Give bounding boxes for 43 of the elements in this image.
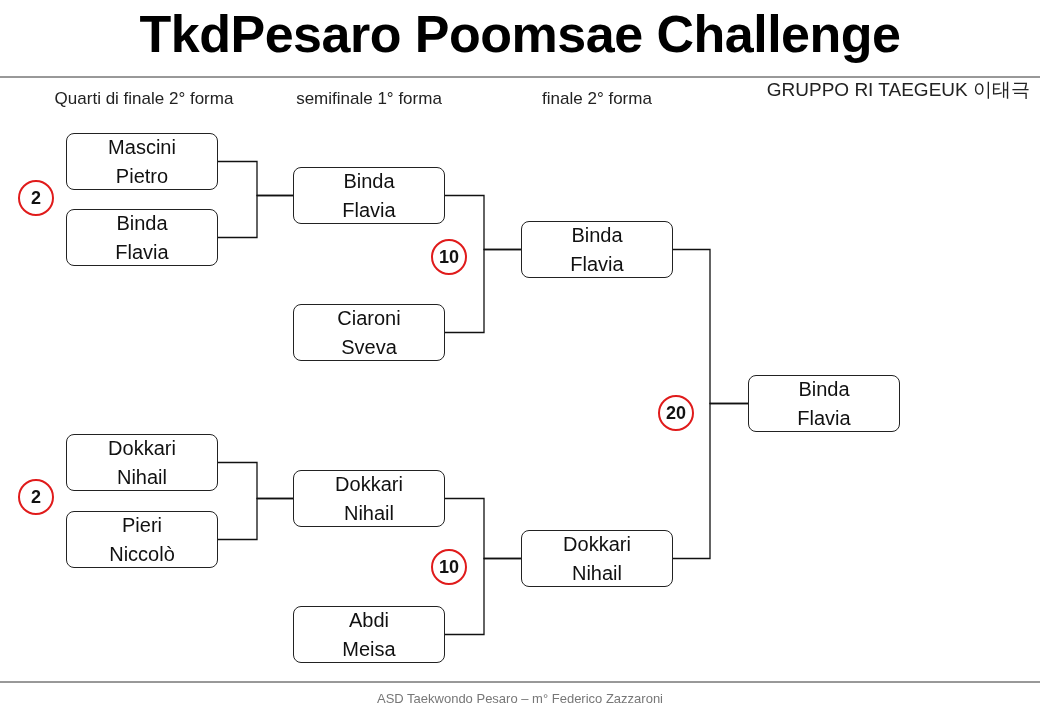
- score-circle: [431, 239, 467, 275]
- score-circle: [658, 395, 694, 431]
- score-number: 10: [439, 246, 459, 268]
- competitor-box: [293, 167, 445, 224]
- competitor-name: Abdi Meisa: [342, 607, 396, 662]
- competitor-box: [293, 470, 445, 527]
- column-heading: finale 2° forma: [541, 88, 653, 109]
- score-circle: [18, 479, 54, 515]
- score-circle: [431, 549, 467, 585]
- competitor-name: Pieri Niccolò: [109, 512, 175, 567]
- competitor-name: Mascini Pietro: [108, 134, 176, 189]
- competitor-name: Binda Flavia: [115, 210, 169, 265]
- competitor-name: Dokkari Nihail: [108, 435, 176, 490]
- competitor-box: [66, 209, 218, 266]
- competitor-box: [748, 375, 900, 432]
- competitor-box: [293, 304, 445, 361]
- competitor-name: Binda Flavia: [797, 376, 851, 431]
- score-number: 2: [31, 486, 41, 508]
- competitor-box: [521, 221, 673, 278]
- competitor-box: [521, 530, 673, 587]
- competitor-box: [66, 511, 218, 568]
- bracket-line: [444, 248, 522, 334]
- column-heading: semifinale 1° forma: [295, 88, 443, 109]
- column-heading: Quarti di finale 2° forma: [53, 88, 235, 109]
- competitor-name: Binda Flavia: [570, 222, 624, 277]
- competitor-box: [66, 133, 218, 190]
- score-number: 2: [31, 187, 41, 209]
- bracket-line: [217, 194, 294, 239]
- competitor-name: Ciaroni Sveva: [337, 305, 401, 360]
- bracket-line: [217, 497, 294, 541]
- competitor-name: Dokkari Nihail: [563, 531, 631, 586]
- competitor-box: [66, 434, 218, 491]
- group-label: GRUPPO RI TAEGEUK 이태극: [765, 79, 1030, 100]
- competitor-name: Dokkari Nihail: [335, 471, 403, 526]
- competitor-box: [293, 606, 445, 663]
- bracket-line: [444, 557, 522, 636]
- score-number: 10: [439, 556, 459, 578]
- title: TkdPesaro Poomsae Challenge: [138, 4, 902, 64]
- bracket-line: [672, 402, 749, 560]
- score-circle: [18, 180, 54, 216]
- footer-text: ASD Taekwondo Pesaro – m° Federico Zazzaroni: [375, 691, 664, 706]
- score-number: 20: [666, 402, 686, 424]
- competitor-name: Binda Flavia: [342, 168, 396, 223]
